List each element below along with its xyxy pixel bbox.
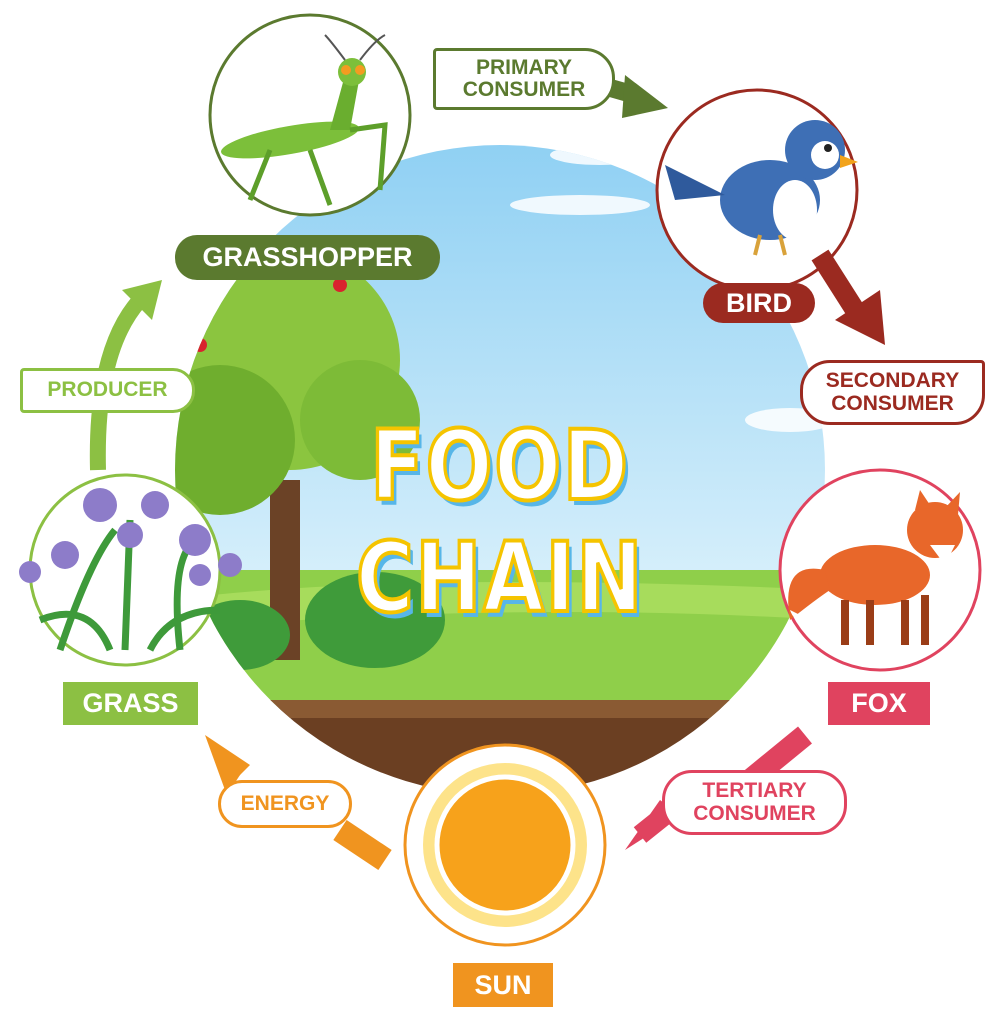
sun-label: SUN — [453, 963, 553, 1007]
fox-label: FOX — [828, 682, 930, 725]
fox-node — [778, 468, 982, 672]
arrow-bird-to-secondary — [811, 249, 885, 345]
grass-label: GRASS — [63, 682, 198, 725]
grass-node — [19, 473, 242, 667]
tree-icon — [175, 250, 420, 660]
sun-icon — [434, 774, 576, 916]
energy-label: ENERGY — [218, 780, 352, 828]
grasshopper-label: GRASSHOPPER — [175, 235, 440, 280]
sun-node — [403, 743, 607, 947]
grasshopper-icon — [221, 34, 388, 206]
tertiary-consumer-label: TERTIARY CONSUMER — [662, 770, 847, 835]
secondary-consumer-label: SECONDARY CONSUMER — [800, 360, 985, 425]
producer-label: PRODUCER — [20, 368, 195, 413]
diagram-title: FOOD CHAIN — [354, 408, 644, 636]
fox-icon — [788, 490, 963, 645]
bird-node — [655, 88, 859, 292]
flower-plant-icon — [19, 488, 242, 652]
bird-icon — [665, 120, 858, 256]
arrow-grass-to-grasshopper — [89, 280, 162, 471]
arrow-sun-to-grass — [205, 735, 392, 870]
primary-consumer-label: PRIMARY CONSUMER — [433, 48, 615, 110]
grasshopper-node — [208, 13, 412, 217]
bird-label: BIRD — [703, 283, 815, 323]
